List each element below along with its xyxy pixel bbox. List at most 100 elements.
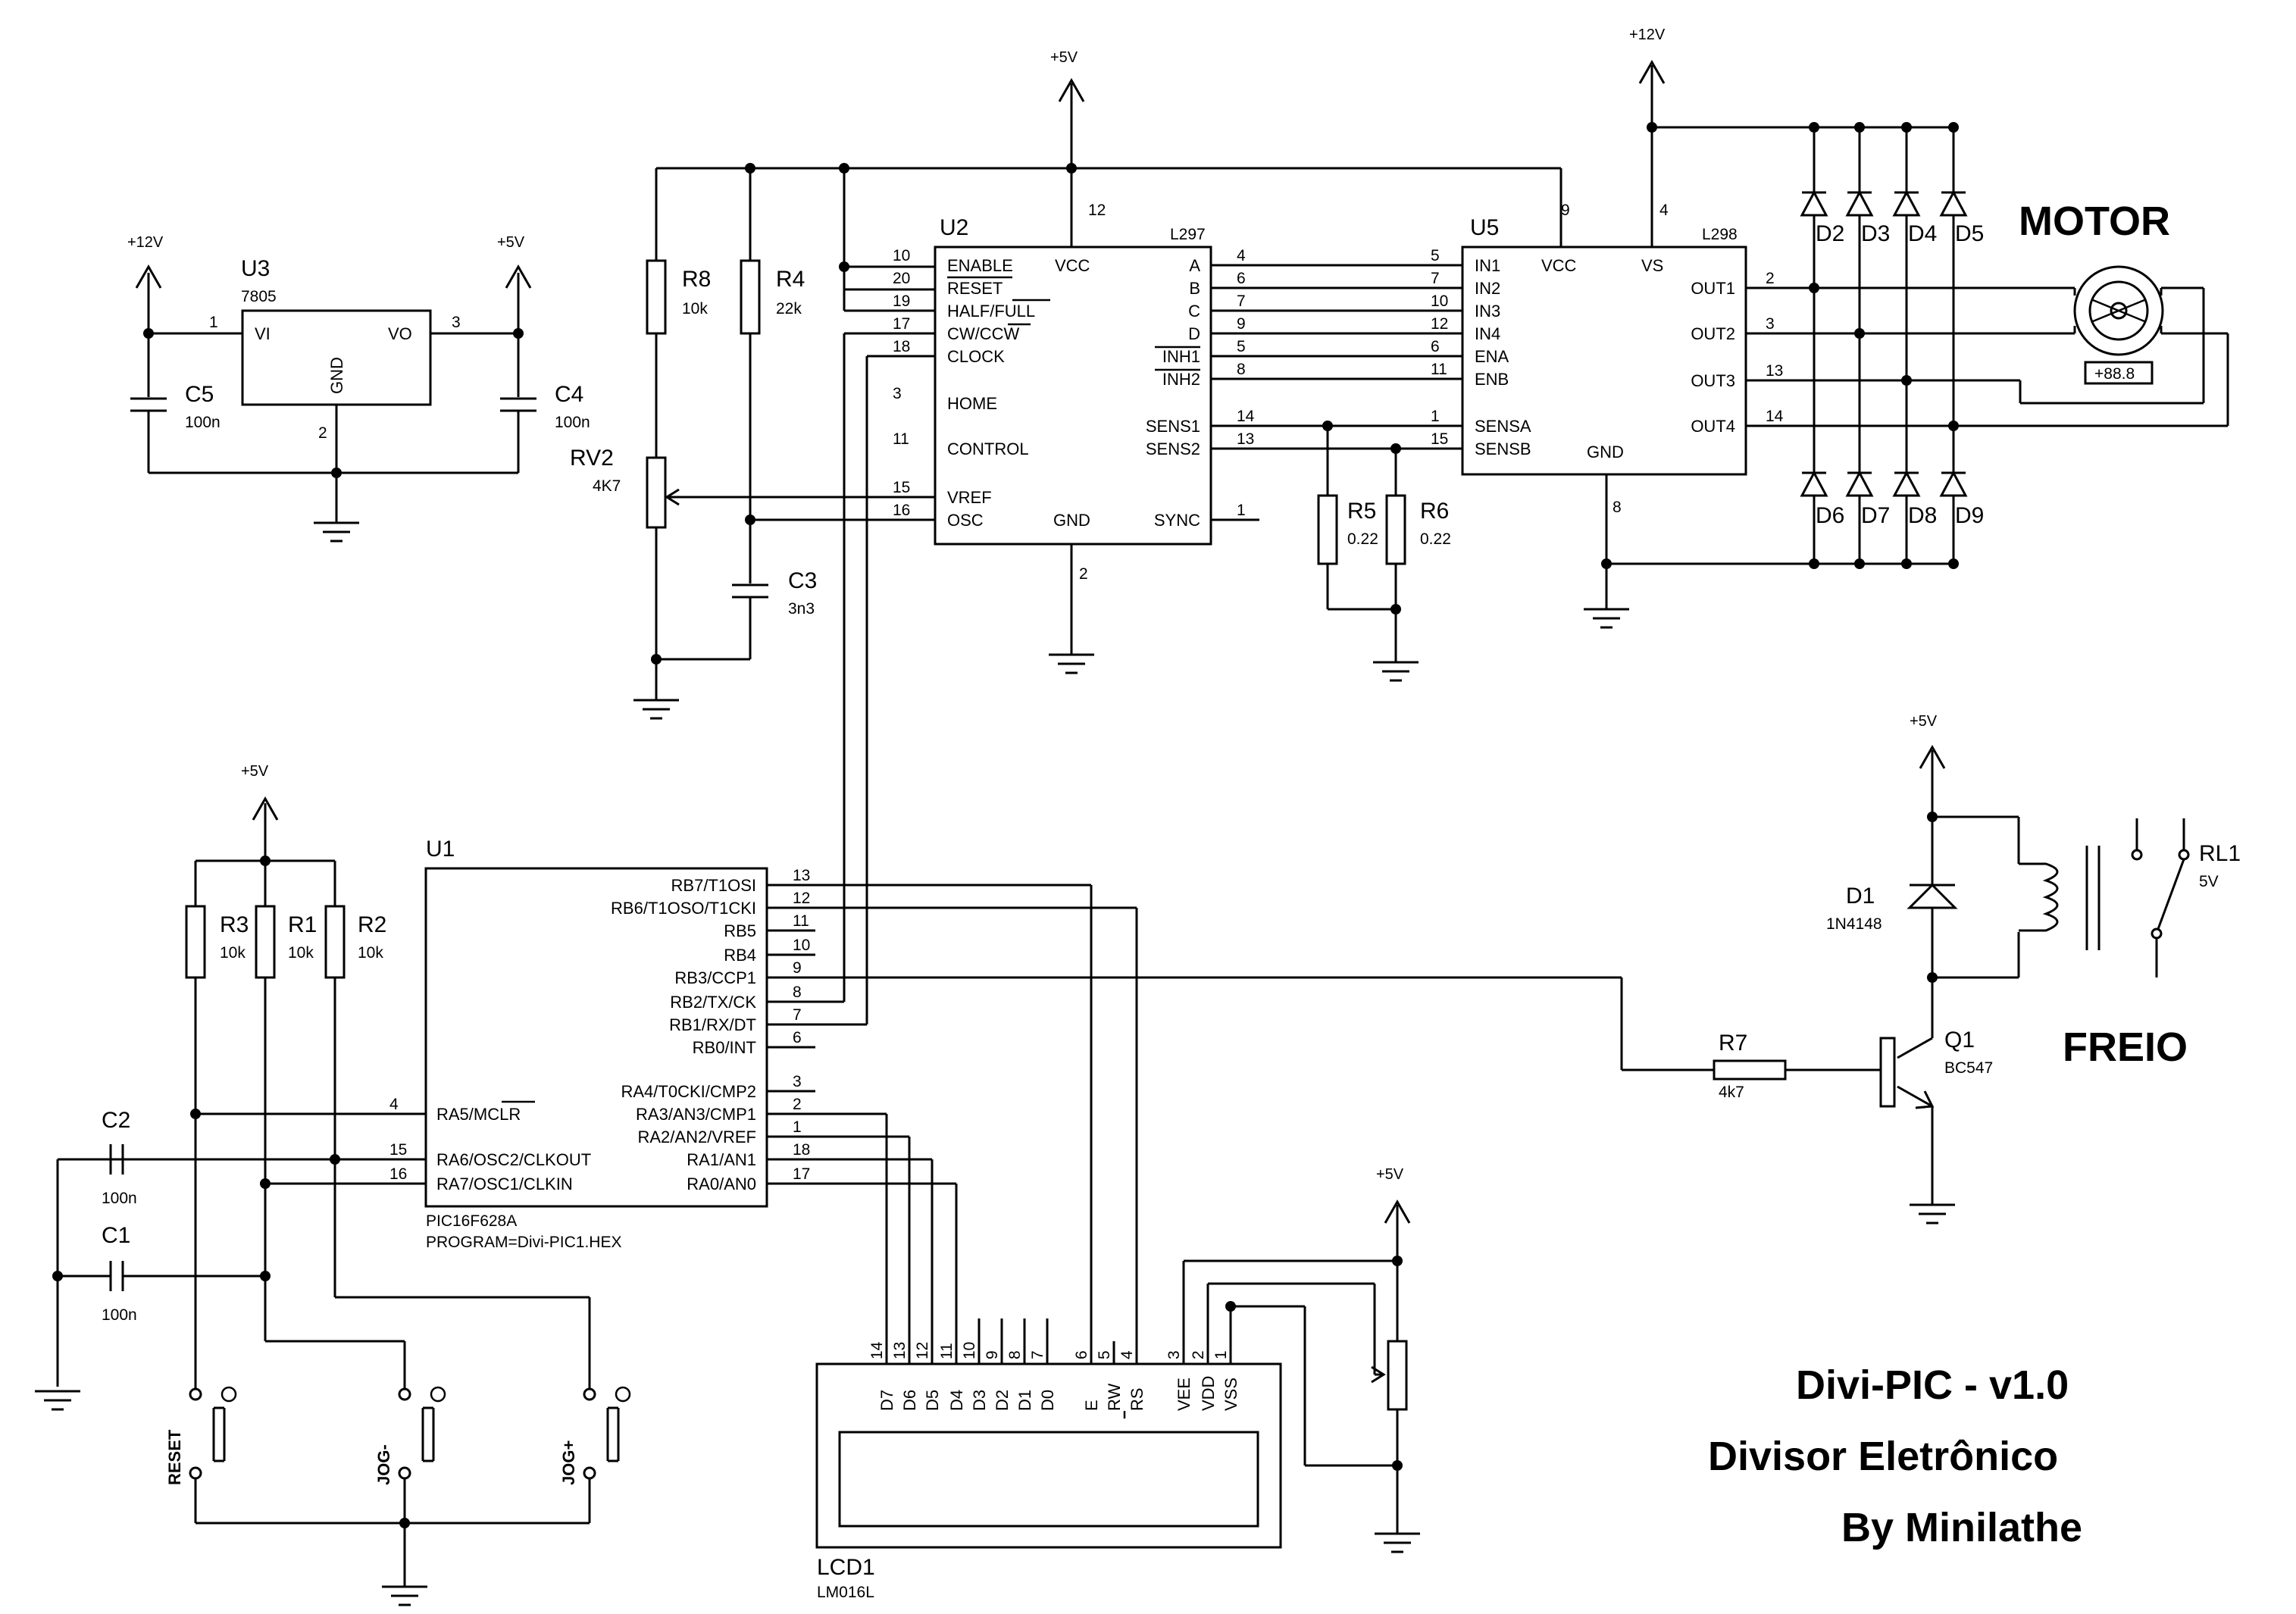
contrast-pot (1387, 1340, 1408, 1411)
u5-ref: U5 (1470, 215, 1499, 240)
u2-pin-name: CLOCK (947, 347, 1005, 366)
u2-pin-num: 18 (893, 338, 910, 355)
lcd-pin-num: 7 (1029, 1350, 1046, 1359)
u2-pin-name: CONTROL (947, 439, 1029, 458)
lcd-pin-name: D4 (947, 1390, 966, 1411)
ground-symbol-u5 (1584, 608, 1629, 629)
rl1-val: 5V (2199, 873, 2219, 890)
lcd-pin-name: VDD (1199, 1376, 1218, 1411)
u2-body (934, 246, 1212, 546)
power-5v-arrow-relay: +5V (1910, 713, 1946, 817)
u2-pin-num: 1 (1237, 502, 1246, 519)
u2-pin-name: SENS2 (1146, 439, 1200, 458)
u1-pin-num: 13 (793, 867, 810, 884)
r1-val: 10k (288, 944, 314, 962)
c5-ref: C5 (185, 382, 214, 407)
u1-pin-name: RB3/CCP1 (674, 968, 756, 987)
u5-pin-num: 12 (1431, 315, 1448, 333)
u1-pin-name: RB0/INT (693, 1038, 756, 1057)
u1-ref: U1 (426, 837, 455, 862)
lcd-pin-name: RS (1128, 1387, 1146, 1411)
r6-val: 0.22 (1420, 530, 1451, 548)
d1-ref: D1 (1846, 884, 1875, 909)
u1-pin-num: 8 (793, 984, 802, 1001)
regulator-section: +12V +5V U3 7805 VI VO GND 1 3 2 C5 100n (127, 234, 590, 543)
lcd-pin-name: D0 (1038, 1390, 1057, 1411)
u2-pin-num: 16 (893, 502, 910, 519)
c2-ref: C2 (102, 1108, 130, 1133)
u5-gnd: GND (1587, 443, 1624, 461)
u1-pin-name: RA4/T0CKI/CMP2 (621, 1082, 757, 1101)
q1-ref: Q1 (1944, 1028, 1975, 1053)
ground-symbol-lcd (1375, 1532, 1420, 1553)
lcd-pin-name: D6 (900, 1390, 919, 1411)
u5-pin-name: IN3 (1475, 302, 1500, 321)
lcd-pin-num: 8 (1006, 1350, 1024, 1359)
u2-pin-num: 19 (893, 292, 910, 310)
u5-pin-num: 15 (1431, 430, 1448, 448)
u5-pin-name: IN2 (1475, 279, 1500, 298)
lcd-pin-num: 12 (914, 1342, 931, 1359)
u2-pin-name: VREF (947, 488, 992, 507)
u1-pin-name: RA0/AN0 (687, 1175, 756, 1193)
u3-ref: U3 (241, 256, 270, 281)
freio-title: FREIO (2063, 1024, 2188, 1070)
c4-val: 100n (555, 414, 590, 431)
u1-pin-name: RB4 (724, 946, 756, 965)
u2-pin-num: 10 (893, 247, 910, 264)
u5-pin-num: 2 (1766, 270, 1775, 287)
u2-pin-name: OSC (947, 511, 984, 530)
diode-top-label: D5 (1955, 221, 1984, 246)
c1-ref: C1 (102, 1223, 130, 1248)
u5-pin-num: 7 (1431, 270, 1440, 287)
u2-pin12: 12 (1088, 202, 1106, 219)
l297-section: +5V 12 9 R8 10k RV2 4K7 R4 22k C3 (570, 49, 1570, 1024)
u5-vcc: VCC (1541, 256, 1577, 275)
u1-pin-name: RA3/AN3/CMP1 (636, 1105, 756, 1124)
u2-part: L297 (1170, 226, 1206, 243)
u5-pin-name: ENA (1475, 347, 1509, 366)
u5-pin-num: 14 (1766, 408, 1784, 425)
r6-ref: R6 (1420, 499, 1449, 524)
u2-pin-name: CW/CCW (947, 324, 1020, 343)
u5-pin-num: 10 (1431, 292, 1448, 310)
lcd-section: LCD1 LM016L 14D713D612D511D410D39D28D17D… (815, 1166, 1420, 1601)
ground-symbol-buttons (382, 1585, 427, 1606)
power-5v-label-u2: +5V (1050, 49, 1078, 66)
u1-pin-num: 12 (793, 890, 810, 907)
u2-pin-num: 4 (1237, 247, 1246, 264)
u5-pin-name: OUT3 (1691, 371, 1735, 390)
u2-gnd: GND (1053, 511, 1090, 530)
lcd-body (815, 1362, 1282, 1549)
power-12v-label-u3: +12V (127, 234, 164, 251)
u5-pin-num: 3 (1766, 315, 1775, 333)
lcd-pin-num: 10 (961, 1342, 978, 1359)
u1-pin-name: RA2/AN2/VREF (638, 1128, 757, 1146)
u5-pin-name: SENSB (1475, 439, 1531, 458)
c4-ref: C4 (555, 382, 583, 407)
u5-part: L298 (1702, 226, 1738, 243)
u1-pin-name: RA7/OSC1/CLKIN (436, 1175, 573, 1193)
u2-pin-name: ENABLE (947, 256, 1013, 275)
u5-pin-name: SENSA (1475, 417, 1531, 436)
r3-val: 10k (220, 944, 246, 962)
u5-pin-num: 1 (1431, 408, 1440, 425)
title-line1: Divi-PIC - v1.0 (1796, 1362, 2069, 1408)
u1-pin-num: 2 (793, 1096, 802, 1113)
lcd-screen (838, 1431, 1259, 1528)
power-5v-label-lcd: +5V (1376, 1166, 1404, 1183)
diode-top-label: D3 (1861, 221, 1890, 246)
u2-pin-num: 7 (1237, 292, 1246, 310)
u3-pin3: 3 (452, 314, 461, 331)
brake-section: +5V D1 1N4148 RL1 5V Q1 (1713, 713, 2241, 1225)
u1-pin-name: RA1/AN1 (687, 1150, 756, 1169)
title-line3: By Minilathe (1841, 1505, 2082, 1550)
u2-pin2: 2 (1079, 565, 1088, 583)
rl1-ref: RL1 (2199, 841, 2241, 866)
lcd-pin-name: D2 (993, 1390, 1012, 1411)
u2-pin-name: HOME (947, 394, 997, 413)
button-label: RESET (165, 1429, 184, 1485)
u1-pin-num: 10 (793, 937, 810, 954)
u2-pin-num: 3 (893, 385, 902, 402)
